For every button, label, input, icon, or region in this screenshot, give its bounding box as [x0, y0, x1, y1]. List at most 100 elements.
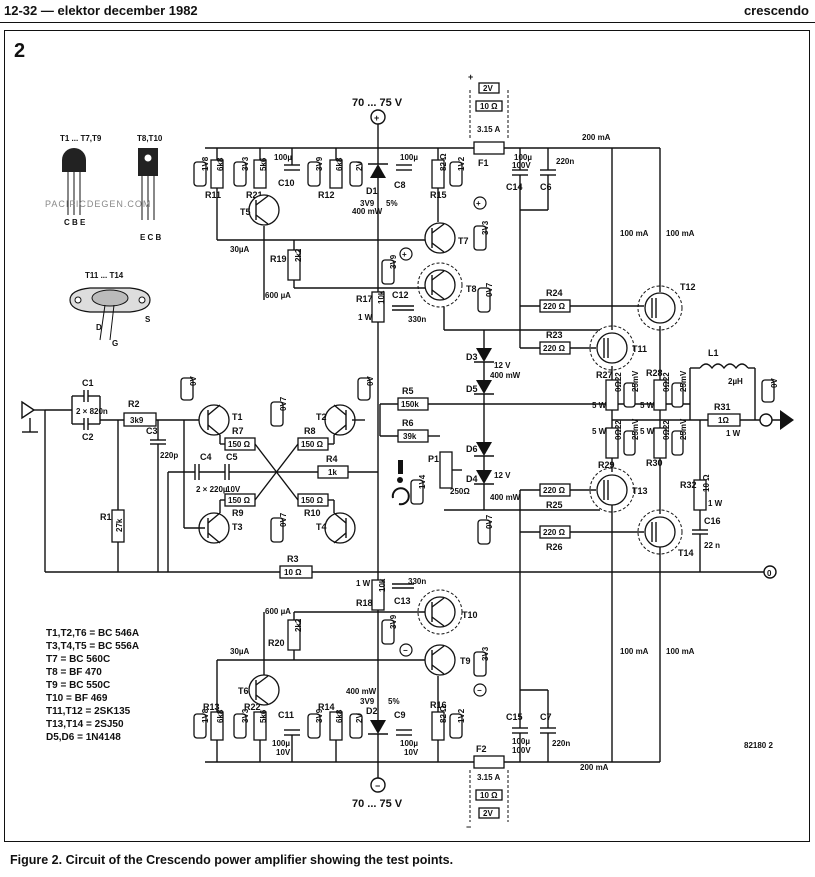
- test-point-t2-base[interactable]: 0V: [357, 376, 375, 401]
- resistor-r28: R28 0Ω22 5 W: [640, 368, 671, 411]
- d1-tolerance: 5%: [386, 199, 398, 208]
- ground-terminal[interactable]: 0: [763, 565, 777, 579]
- test-point-2v-bottom[interactable]: 2V: [349, 713, 364, 739]
- l1-value: 2µH: [728, 377, 743, 386]
- test-point-25mv-r28[interactable]: 25mV: [671, 370, 688, 408]
- test-point-1v8-top[interactable]: 1V8: [193, 156, 210, 187]
- d2-label: D2: [366, 706, 378, 716]
- d1-value: 3V9: [360, 199, 375, 208]
- c11-value: 100µ: [272, 739, 290, 748]
- test-point-3v9-top[interactable]: 3V9: [307, 156, 324, 187]
- c14-label: C14: [506, 182, 523, 192]
- diode-d5: D5: [466, 380, 494, 395]
- r27-value: 0Ω22: [614, 372, 623, 392]
- t6-label: T6: [238, 686, 249, 696]
- r25-value: 220 Ω: [543, 486, 566, 495]
- test-point-25mv-r27[interactable]: 25mV: [623, 370, 640, 408]
- tp-1v2-top: 1V2: [457, 156, 466, 171]
- transistor-t2: T2: [316, 404, 356, 436]
- tp-1v8-bottom: 1V8: [201, 708, 210, 723]
- t10-label: T10: [462, 610, 478, 620]
- test-point-0v7-lower[interactable]: 0V7: [270, 512, 288, 543]
- tp-3v9-t8: 3V9: [389, 254, 398, 269]
- negative-supply-terminal[interactable]: − 70 ... 75 V: [352, 762, 403, 810]
- transistor-t9: T9: [424, 644, 471, 676]
- test-point-0v7-upper[interactable]: 0V7: [270, 396, 288, 427]
- t12-label: T12: [680, 282, 696, 292]
- test-point-3v9-t10[interactable]: 3V9: [381, 614, 398, 645]
- svg-text:−: −: [375, 781, 380, 791]
- potentiometer-p1[interactable]: P1 250Ω: [428, 451, 470, 496]
- drawing-reference: 82180 2: [744, 741, 773, 750]
- r31-power: 1 W: [726, 429, 741, 438]
- r18-power: 1 W: [356, 579, 371, 588]
- d3-label: D3: [466, 352, 478, 362]
- figure-caption: Figure 2. Circuit of the Crescendo power…: [10, 853, 454, 867]
- test-point-25mv-r29[interactable]: 25mV: [623, 418, 640, 456]
- r32-value: 10 Ω: [702, 474, 711, 492]
- c8-value: 100µ: [400, 153, 418, 162]
- capacitor-c13: C13 330n: [392, 577, 426, 606]
- test-point-3v3-top[interactable]: 3V3: [233, 156, 250, 187]
- d1-power: 400 mW: [352, 207, 383, 216]
- c11-label: C11: [278, 710, 294, 720]
- test-point-3v3-t7[interactable]: 3V3: [473, 220, 490, 251]
- test-point-1v8-bottom[interactable]: 1V8: [193, 708, 210, 739]
- capacitor-c9: C9 100µ 10V: [394, 710, 419, 757]
- resistor-r32: R32 10 Ω 1 W: [680, 474, 723, 511]
- test-point-1v2-bottom[interactable]: 1V2: [449, 708, 466, 739]
- test-point-3v3-bottom[interactable]: 3V3: [233, 708, 250, 739]
- tp-25mv-r27: 25mV: [631, 370, 640, 392]
- input-connector[interactable]: [21, 400, 45, 433]
- c7-label: C7: [540, 712, 552, 722]
- r17-power: 1 W: [358, 313, 373, 322]
- d2-tolerance: 5%: [388, 697, 400, 706]
- d4-value: 12 V: [494, 471, 511, 480]
- output-terminal[interactable]: [759, 410, 794, 430]
- test-point-2v-top[interactable]: 2V: [349, 161, 364, 187]
- fuse-f1-resistor: 10 Ω: [480, 102, 498, 111]
- c5-label: C5: [226, 452, 238, 462]
- r1-label: R1: [100, 512, 112, 522]
- r4-label: R4: [326, 454, 338, 464]
- r31-label: R31: [714, 402, 731, 412]
- test-point-3v3-t9[interactable]: 3V3: [473, 646, 490, 677]
- test-point-0v7-bias[interactable]: 0V7: [477, 282, 494, 313]
- svg-text:+: +: [476, 199, 481, 208]
- r25-label: R25: [546, 500, 563, 510]
- test-point-3v9-bottom[interactable]: 3V9: [307, 708, 324, 739]
- fet-current-t12: 100 mA: [620, 229, 649, 238]
- test-point-0v7-bottom[interactable]: 0V7: [477, 514, 494, 545]
- tp-lower-0v7: 0V7: [279, 512, 288, 527]
- mosfet-t11: T11: [589, 325, 647, 371]
- d4-power: 400 mW: [490, 493, 521, 502]
- test-point-25mv-r30[interactable]: 25mV: [671, 418, 688, 456]
- capacitor-c14: C14 100µ 100V: [506, 153, 532, 192]
- positive-supply-terminal[interactable]: + 70 ... 75 V: [352, 97, 403, 148]
- test-point-output-0v[interactable]: 0V: [761, 378, 779, 403]
- parts-list-item: T9 = BC 550C: [46, 680, 110, 691]
- resistor-r1: R1 27k: [100, 509, 125, 543]
- capacitors-c4-c5: C4 C5 2 × 220µ 10V: [194, 452, 318, 494]
- c6-value: 220n: [556, 157, 574, 166]
- test-point-1v4[interactable]: 1V4: [410, 474, 427, 505]
- test-point-1v2-top[interactable]: 1V2: [449, 156, 466, 187]
- r21-current: 600 µA: [265, 291, 291, 300]
- capacitor-c16: C16 22 n: [692, 516, 721, 550]
- r30-label: R30: [646, 458, 663, 468]
- r5-label: R5: [402, 386, 414, 396]
- r6-label: R6: [402, 418, 414, 428]
- test-point-t1-base[interactable]: 0V: [180, 376, 198, 401]
- c4-c5-value: 2 × 220µ: [196, 485, 228, 494]
- tp-t1-value: 0V: [189, 376, 198, 386]
- resistor-r19: R19 2k2: [270, 248, 303, 281]
- capacitor-c1-c2: C1 C2 2 × 820n: [71, 378, 108, 442]
- package-to92: T1 ... T7,T9 C B E: [60, 134, 102, 227]
- r26-value: 220 Ω: [543, 528, 566, 537]
- parts-list: T1,T2,T6 = BC 546A T3,T4,T5 = BC 556A T7…: [46, 628, 139, 743]
- test-point-3v9-t8[interactable]: 3V9: [381, 254, 398, 285]
- page-header-left: 12-32 — elektor december 1982: [4, 3, 198, 18]
- resistor-r9: R9 150 Ω: [224, 493, 256, 518]
- transistor-t8: T8: [417, 262, 477, 308]
